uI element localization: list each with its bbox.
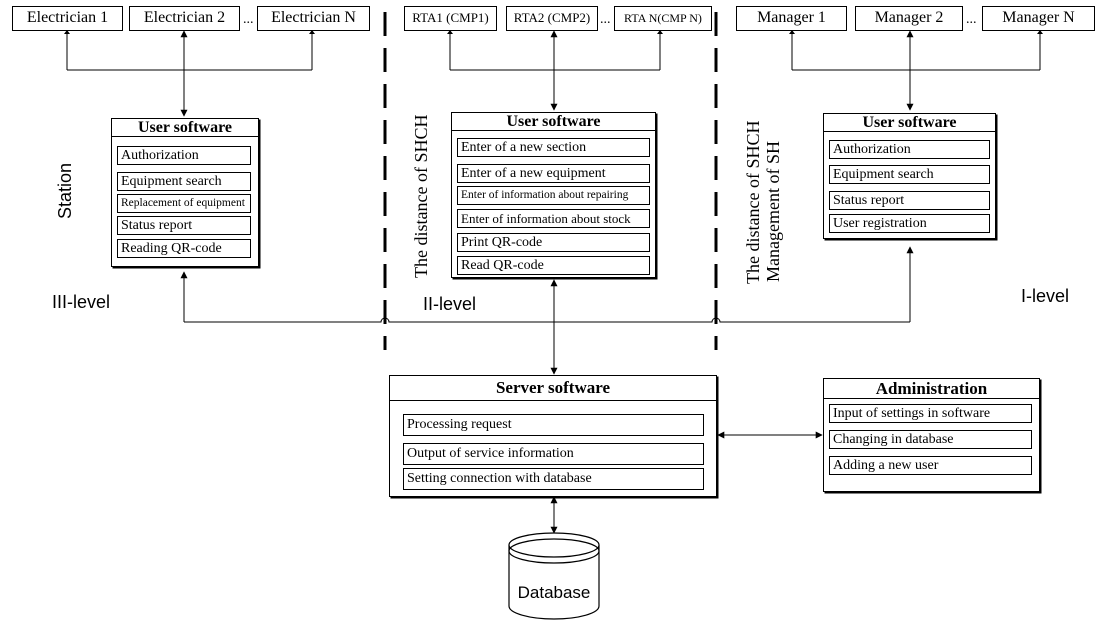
list-item: Enter of a new equipment <box>457 164 650 183</box>
manager-2-box: Manager 2 <box>855 6 963 31</box>
manager-1-label: Manager 1 <box>757 9 826 26</box>
list-item: Reading QR-code <box>117 239 251 258</box>
manager-ellipsis: ... <box>966 12 977 27</box>
distance-shch-right-label: The distance of SHCH <box>743 120 763 284</box>
list-item: Equipment search <box>117 172 251 191</box>
rta-2-box: RTA2 (CMP2) <box>506 6 598 31</box>
server-software-panel: Server software Processing request Outpu… <box>389 375 717 497</box>
rta-ellipsis: ... <box>600 12 611 27</box>
list-item: Input of settings in software <box>829 404 1032 423</box>
manager-2-label: Manager 2 <box>874 9 944 26</box>
electrician-1-label: Electrician 1 <box>26 9 109 26</box>
rta-bracket <box>449 30 661 111</box>
electrician-n-label: Electrician N <box>271 9 356 26</box>
list-item: Equipment search <box>829 165 990 184</box>
level-1-label: I-level <box>1021 286 1070 306</box>
rta-2-label: RTA2 (CMP2) <box>513 10 591 25</box>
list-item: Enter of a new section <box>457 138 650 157</box>
list-item: Authorization <box>829 140 990 159</box>
list-item: Changing in database <box>829 430 1032 449</box>
electrician-ellipsis: ... <box>243 12 254 27</box>
rta-1-label: RTA1 (CMP1) <box>412 10 489 25</box>
list-item: User registration <box>829 214 990 233</box>
electrician-1-box: Electrician 1 <box>12 6 123 31</box>
administration-panel: Administration Input of settings in soft… <box>823 378 1040 492</box>
list-item: Read QR-code <box>457 256 650 275</box>
list-item: Status report <box>829 191 990 210</box>
manager-n-label: Manager N <box>1002 9 1075 26</box>
database-cylinder <box>508 532 600 620</box>
list-item: Processing request <box>403 414 704 436</box>
management-sh-label: Management of SH <box>763 141 783 282</box>
panel-title: Administration <box>824 379 1039 399</box>
list-item: Authorization <box>117 146 251 165</box>
station-label: Station <box>55 162 75 219</box>
level-3-label: III-level <box>52 292 111 312</box>
panel-title: User software <box>112 119 258 137</box>
electrician-2-label: Electrician 2 <box>143 9 226 26</box>
station-bracket <box>66 30 313 117</box>
rta-1-box: RTA1 (CMP1) <box>404 6 497 31</box>
panel-title: User software <box>452 113 655 131</box>
list-item: Print QR-code <box>457 233 650 252</box>
rta-user-software-panel: User software Enter of a new section Ent… <box>451 112 656 278</box>
electrician-2-box: Electrician 2 <box>129 6 240 31</box>
rta-n-box: RTA N(CMP N) <box>614 6 712 31</box>
electrician-n-box: Electrician N <box>257 6 370 31</box>
rta-n-label: RTA N(CMP N) <box>624 11 702 25</box>
panel-title: User software <box>824 114 995 132</box>
manager-1-box: Manager 1 <box>736 6 847 31</box>
manager-bracket <box>791 30 1041 111</box>
list-item: Setting connection with database <box>403 468 704 490</box>
distance-shch-label: The distance of SHCH <box>411 114 431 278</box>
database-label: Database <box>517 583 591 602</box>
manager-user-software-panel: User software Authorization Equipment se… <box>823 113 996 239</box>
station-user-software-panel: User software Authorization Equipment se… <box>111 118 259 267</box>
panel-title: Server software <box>390 376 716 401</box>
list-item: Enter of information about stock <box>457 209 650 228</box>
list-item: Adding a new user <box>829 456 1032 475</box>
list-item: Output of service information <box>403 443 704 465</box>
list-item: Replacement of equipment <box>117 194 251 213</box>
level-2-label: II-level <box>423 294 477 314</box>
list-item: Status report <box>117 216 251 235</box>
list-item: Enter of information about repairing <box>457 186 650 205</box>
manager-n-box: Manager N <box>982 6 1095 31</box>
